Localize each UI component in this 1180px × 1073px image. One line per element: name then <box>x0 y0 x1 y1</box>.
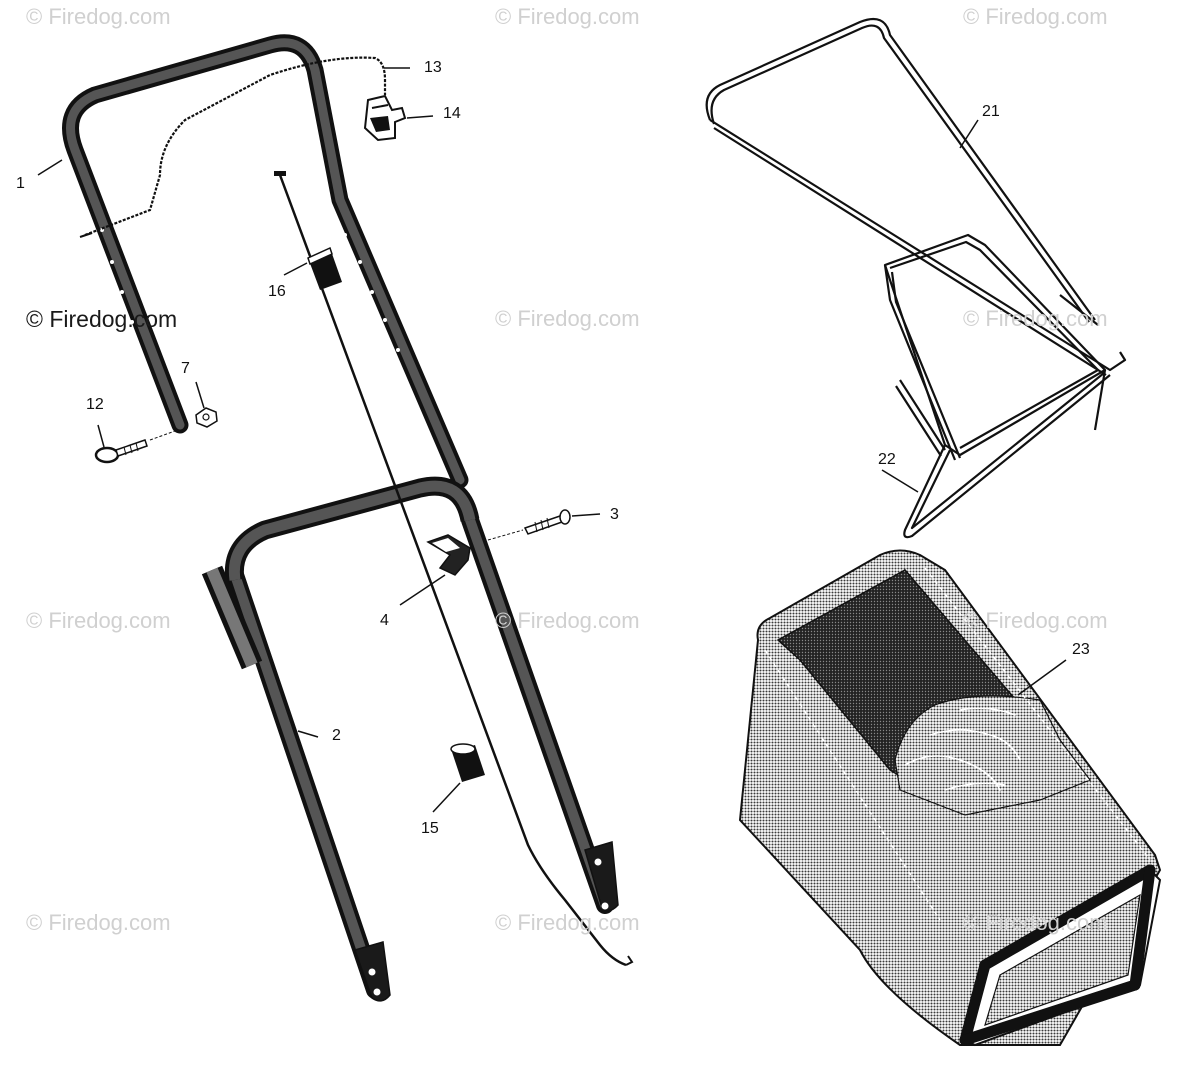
cable-clip <box>363 94 407 142</box>
callout-13: 13 <box>424 59 442 76</box>
control-rod <box>274 171 634 967</box>
callout-22: 22 <box>878 451 896 468</box>
upper-handle <box>62 34 469 489</box>
eye-bolt-12 <box>94 430 176 464</box>
watermark: © Firedog.com <box>963 4 1108 29</box>
callout-15: 15 <box>421 820 439 837</box>
bag-frame-21 <box>705 17 1127 457</box>
callout-4: 4 <box>380 612 389 629</box>
watermark: © Firedog.com <box>495 608 640 633</box>
grass-bag-23 <box>738 549 1162 1047</box>
watermark: © Firedog.com <box>26 910 171 935</box>
callout-23: 23 <box>1072 641 1090 658</box>
callout-21: 21 <box>982 103 1000 120</box>
watermark: © Firedog.com <box>26 608 171 633</box>
lock-nut-7 <box>195 407 218 428</box>
callout-3: 3 <box>610 506 619 523</box>
watermark: © Firedog.com <box>26 4 171 29</box>
watermark: © Firedog.com <box>963 608 1108 633</box>
callout-16: 16 <box>268 283 286 300</box>
wing-knob-4 <box>426 534 471 576</box>
watermark: © Firedog.com <box>963 910 1108 935</box>
watermark: © Firedog.com <box>495 306 640 331</box>
watermark: © Firedog.com <box>495 4 640 29</box>
handle-grip-16 <box>307 246 342 290</box>
callout-1: 1 <box>16 175 25 192</box>
callout-14: 14 <box>443 105 461 122</box>
leader-lines <box>37 67 1067 813</box>
callout-7: 7 <box>181 360 190 377</box>
control-cable <box>79 56 387 238</box>
carriage-bolt-3 <box>487 509 571 541</box>
watermark: © Firedog.com <box>495 910 640 935</box>
callout-2: 2 <box>332 727 341 744</box>
callout-12: 12 <box>86 396 104 413</box>
bag-frame-22 <box>883 233 1111 539</box>
watermark: © Firedog.com <box>26 306 178 332</box>
lower-handle <box>201 476 619 1002</box>
spacer-15 <box>450 743 485 782</box>
watermark: © Firedog.com <box>963 306 1108 331</box>
